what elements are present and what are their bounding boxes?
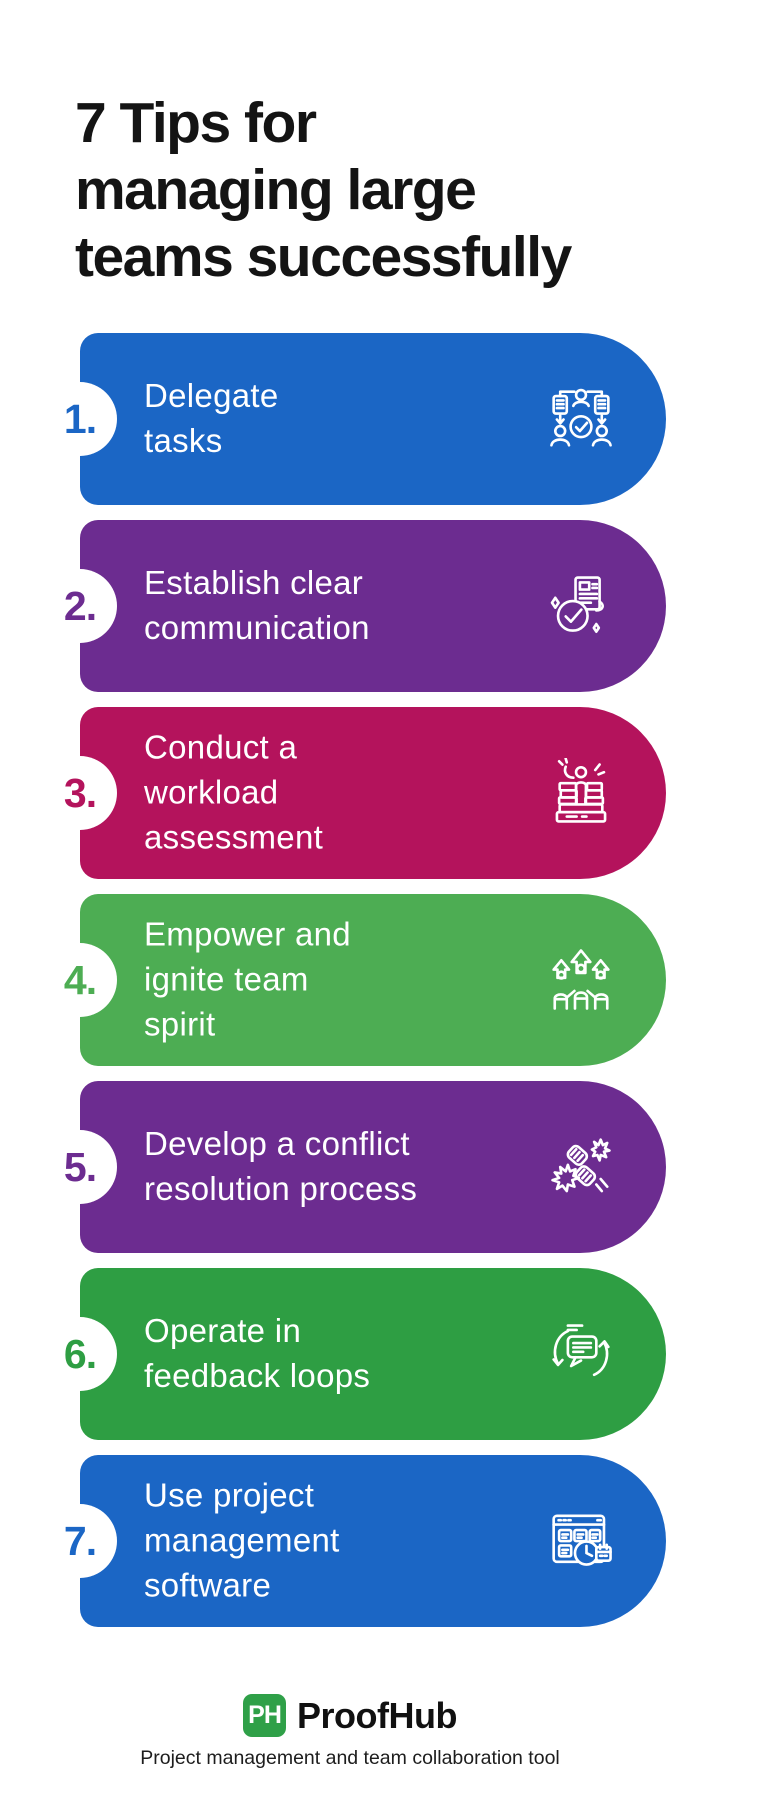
tip-number: 3.	[63, 769, 97, 816]
tip-bar-7: 7. Use project management software	[43, 1455, 666, 1627]
tip-number: 4.	[63, 956, 97, 1003]
tip-number-badge: 6.	[43, 1317, 117, 1391]
tip-number: 6.	[63, 1330, 97, 1377]
tip-bar-5: 5. Develop a conflict resolution process	[43, 1081, 666, 1253]
tip-number-badge: 3.	[43, 756, 117, 830]
tip-bar-3: 3. Conduct a workload assessment	[43, 707, 666, 879]
tip-number: 2.	[63, 582, 97, 629]
tip-label: Delegate tasks	[144, 377, 279, 459]
tip-bar-2: 2. Establish clear communication	[43, 520, 666, 692]
tip-label: Use project management software	[144, 1476, 340, 1604]
tip-number-badge: 5.	[43, 1130, 117, 1204]
tip-bar-4: 4. Empower and ignite team spirit	[43, 894, 666, 1066]
feedback-loop-icon	[546, 1319, 616, 1389]
tip-bar-6: 6. Operate in feedback loops	[43, 1268, 666, 1440]
brand-name: ProofHub	[297, 1694, 457, 1736]
delegation-check-icon	[546, 384, 616, 454]
tip-number-badge: 1.	[43, 382, 117, 456]
tip-label: Develop a conflict resolution process	[144, 1125, 418, 1207]
brand-row: PH ProofHub	[0, 1694, 700, 1737]
tip-label: Conduct a workload assessment	[144, 728, 324, 856]
tip-label: Empower and ignite team spirit	[144, 915, 351, 1043]
document-check-icon	[546, 571, 616, 641]
pm-software-icon	[546, 1506, 616, 1576]
conflict-fists-icon	[546, 1132, 616, 1202]
footer: PH ProofHub Project management and team …	[0, 1694, 700, 1770]
tip-number-badge: 7.	[43, 1504, 117, 1578]
proofhub-logo-icon: PH	[243, 1694, 287, 1737]
team-spirit-icon	[546, 945, 616, 1015]
tip-bar-1: 1. Delegate tasks	[43, 333, 666, 505]
brand-tagline: Project management and team collaboratio…	[140, 1747, 560, 1769]
tip-number: 5.	[63, 1143, 97, 1190]
tip-number: 7.	[63, 1517, 97, 1564]
tip-number: 1.	[63, 395, 97, 442]
tip-number-badge: 4.	[43, 943, 117, 1017]
page-title: 7 Tips for managing large teams successf…	[75, 91, 572, 289]
tip-label: Operate in feedback loops	[144, 1312, 371, 1394]
tip-number-badge: 2.	[43, 569, 117, 643]
tip-label: Establish clear communication	[144, 564, 370, 646]
workload-stack-icon	[546, 758, 616, 828]
